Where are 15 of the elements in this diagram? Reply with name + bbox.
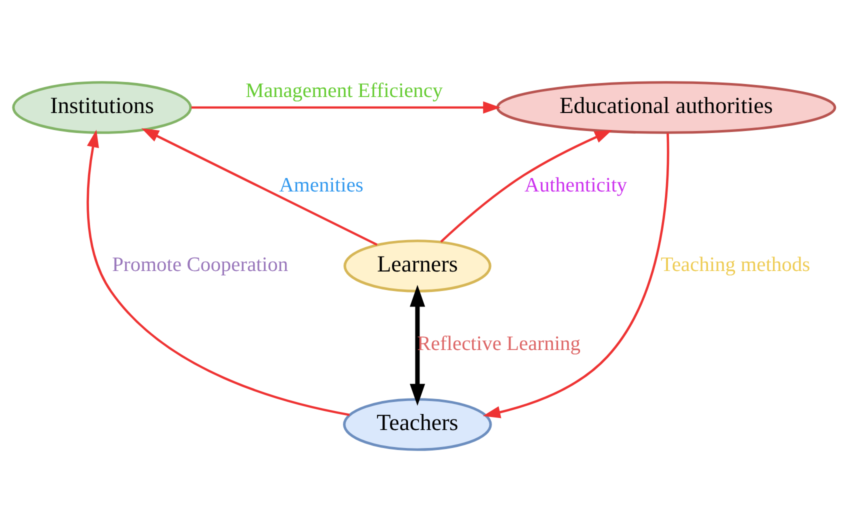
- node-ellipse: Teachers: [343, 398, 492, 451]
- edge-label: Teaching methods: [660, 254, 810, 276]
- edge-label: Management Efficiency: [246, 80, 443, 102]
- arrow: [141, 128, 378, 246]
- edge-label: Promote Cooperation: [112, 254, 288, 276]
- arrow: [482, 133, 670, 418]
- node-ellipse: Institutions: [12, 81, 192, 134]
- arrow: [440, 130, 612, 243]
- arrow: [86, 130, 350, 416]
- arrow: [410, 284, 426, 406]
- node-ellipse: Educational authorities: [496, 81, 836, 134]
- arrow: [191, 101, 501, 114]
- node-ellipse: Learners: [344, 240, 492, 292]
- edge-label: Amenities: [279, 174, 364, 197]
- edge-label: Authenticity: [524, 174, 628, 197]
